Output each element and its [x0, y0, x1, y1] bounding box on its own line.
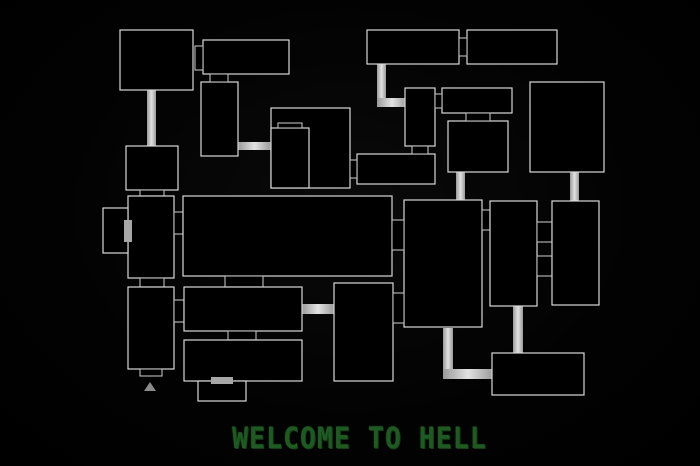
hallway-left-vertical [147, 90, 156, 146]
room-d-inner [270, 127, 310, 189]
hallway-far-right-vertical [570, 172, 579, 202]
room-m-door [124, 220, 132, 242]
room-v-door [211, 377, 233, 384]
room-h [441, 87, 513, 114]
room-no-connector [391, 219, 405, 251]
room-b [202, 39, 290, 75]
room-n-left-connector [224, 275, 264, 288]
room-m-right-connector [173, 211, 184, 235]
room-o [403, 199, 483, 328]
room-n [182, 195, 393, 277]
triangle-up-icon [144, 382, 156, 391]
room-pq-connector-bottom [536, 255, 553, 277]
rooms [102, 29, 605, 402]
room-k [529, 81, 605, 173]
room-pq-connector-top [536, 221, 553, 243]
room-gj-connector [411, 145, 429, 155]
room-f [466, 29, 558, 65]
room-gh-connector [434, 93, 443, 109]
room-u [183, 339, 303, 382]
room-s [183, 286, 303, 332]
hallway-bottom-right-vertical [443, 328, 453, 376]
room-op-connector [481, 209, 491, 231]
room-r-bottom-connector [139, 368, 163, 377]
room-hi-connector [465, 112, 491, 122]
room-t-connector [392, 292, 405, 324]
room-p [489, 200, 538, 307]
room-t [333, 282, 394, 382]
hallway-right-lower-vertical [513, 306, 523, 353]
hallway-top-right-vertical [377, 64, 386, 104]
room-l-connector [139, 189, 165, 197]
welcome-caption: WELCOME TO HELL [232, 421, 487, 455]
room-r-right-connector [173, 299, 185, 323]
hallway-center-right-vertical [456, 172, 465, 202]
room-g [404, 87, 436, 147]
room-r [127, 286, 175, 370]
hallway-bottom-right-horizontal [443, 369, 493, 379]
hallway-top-right-horizontal [377, 98, 407, 107]
room-l [125, 145, 179, 191]
room-d-door [277, 122, 303, 129]
hallways [147, 64, 579, 379]
room-j-connector [349, 159, 358, 179]
room-mr-connector [139, 277, 165, 288]
room-j [356, 153, 436, 185]
room-w [491, 352, 585, 396]
room-q [551, 200, 600, 306]
room-e [366, 29, 460, 65]
room-c [200, 81, 239, 157]
room-ef-connector [458, 37, 468, 57]
room-st-connector [227, 330, 257, 341]
room-m [127, 195, 175, 279]
room-b-connector [194, 45, 204, 71]
room-a [119, 29, 194, 91]
hallway-top-connector [238, 142, 271, 150]
hallway-middle-connector [302, 304, 334, 314]
room-i [447, 120, 509, 173]
room-c-connector [209, 73, 229, 83]
